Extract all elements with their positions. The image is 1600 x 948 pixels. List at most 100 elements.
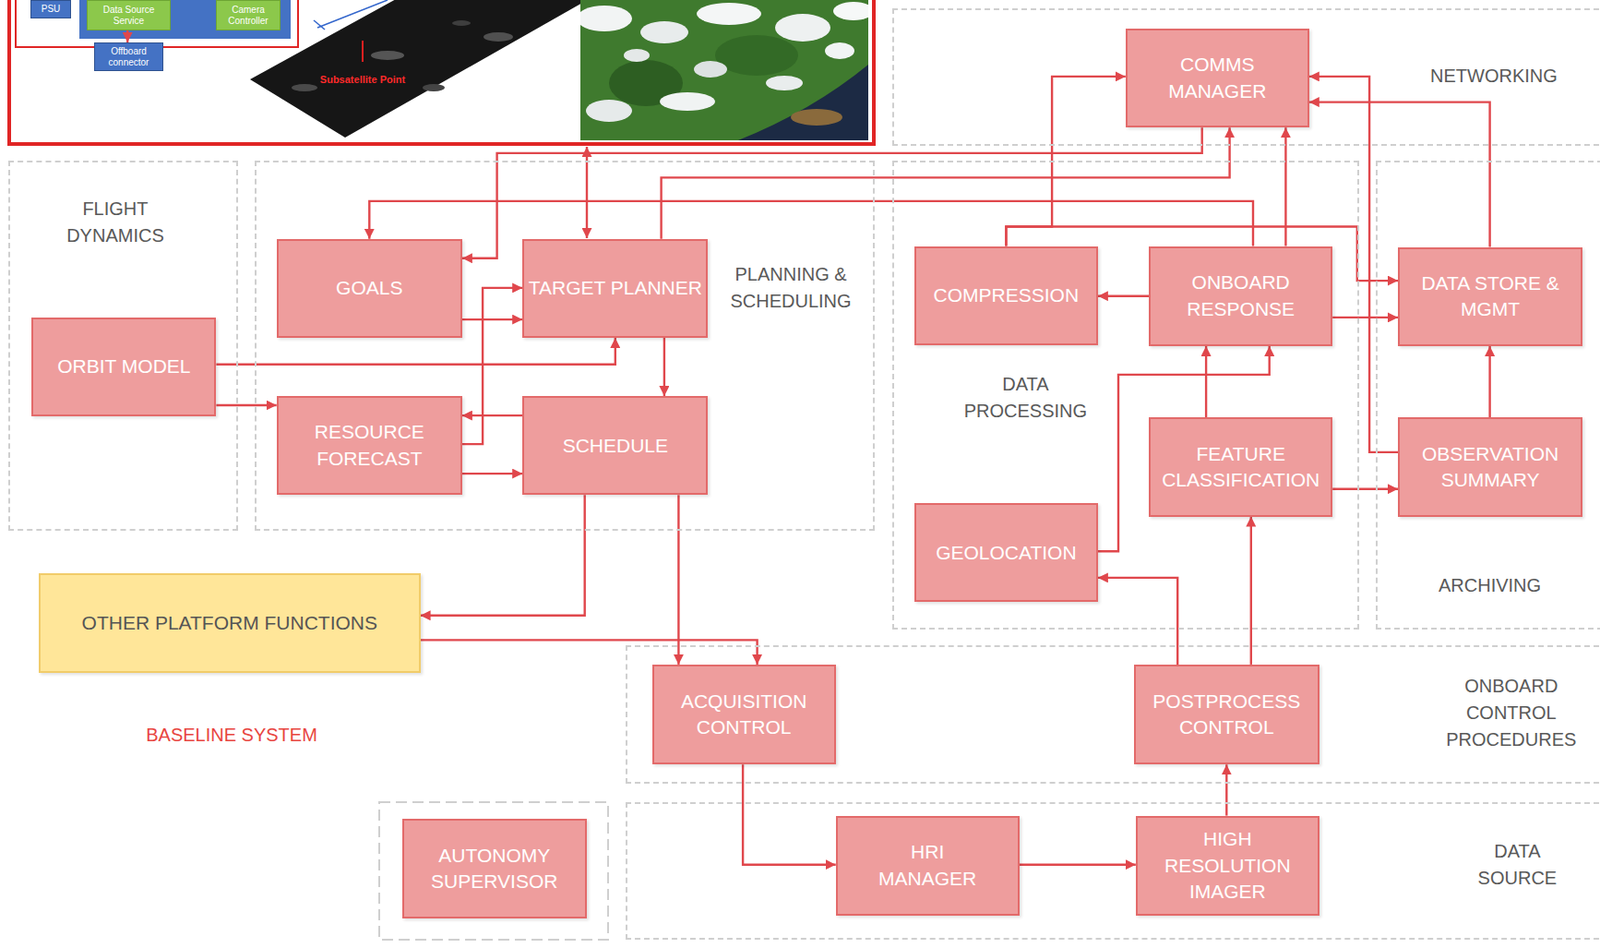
box-label: Offboard connector: [96, 46, 161, 68]
flow-arrow: [1309, 102, 1491, 248]
process-box: AUTONOMY SUPERVISOR: [402, 818, 587, 919]
process-box: COMPRESSION: [914, 246, 1099, 346]
box-label: HIGH RESOLUTION IMAGER: [1141, 825, 1314, 905]
process-box: COMMS MANAGER: [1125, 28, 1310, 128]
process-box: OBSERVATION SUMMARY: [1397, 417, 1583, 516]
flow-arrow: [215, 404, 276, 406]
cloud: [775, 13, 831, 42]
group-heading: DATA SOURCE: [1459, 837, 1576, 892]
flow-arrow: [663, 337, 666, 396]
cloud: [585, 99, 633, 122]
forest-patch: [715, 35, 799, 76]
flow-arrow: [742, 764, 836, 864]
box-label: PSU: [41, 3, 61, 15]
box-label: RESOURCE FORECAST: [282, 418, 457, 472]
box-label: COMMS MANAGER: [1131, 51, 1304, 105]
view-line: [313, 20, 325, 30]
view-line: [317, 0, 388, 28]
swath-cloud: [370, 50, 405, 60]
flow-arrow: [462, 414, 523, 417]
process-box: SCHEDULE: [522, 395, 708, 495]
cloud: [640, 21, 689, 44]
process-box: FEATURE CLASSIFICATION: [1148, 417, 1333, 516]
box-label: OBSERVATION SUMMARY: [1403, 441, 1577, 494]
swath-cloud: [291, 83, 318, 92]
group-heading: ARCHIVING: [1397, 572, 1583, 599]
process-box: HIGH RESOLUTION IMAGER: [1135, 815, 1320, 916]
cloud: [833, 1, 869, 21]
group-region: ONBOARD CONTROL PROCEDURES ACQUISITION CO…: [625, 644, 1600, 784]
box-label: ACQUISITION CONTROL: [657, 688, 831, 741]
swath-cloud: [483, 32, 514, 42]
flow-arrow: [462, 472, 523, 475]
group-heading: NETWORKING: [1401, 62, 1587, 90]
service-block: [79, 0, 291, 39]
process-box: GEOLOCATION: [914, 502, 1099, 602]
box-label: TARGET PLANNER: [528, 274, 703, 301]
group-region: DATA SOURCEHRI MANAGERHIGH RESOLUTION IM…: [625, 801, 1600, 940]
process-box: OTHER PLATFORM FUNCTIONS: [38, 573, 421, 672]
group-region: FLIGHT DYNAMICS ORBIT MODEL: [8, 160, 239, 531]
box-label: ORBIT MODEL: [57, 353, 191, 380]
cloud: [580, 5, 633, 32]
swath-cloud: [452, 20, 471, 26]
box-label: SCHEDULE: [562, 432, 669, 459]
box-label: AUTONOMY SUPERVISOR: [407, 842, 582, 896]
component-box: PSU: [30, 0, 72, 19]
module-outline: [15, 0, 299, 48]
flow-arrow: [1332, 316, 1398, 319]
baseline-frame: [9, 0, 874, 144]
group-heading: FLIGHT DYNAMICS: [55, 195, 176, 250]
flow-arrow: [1098, 295, 1149, 298]
annotation-label: BASELINE SYSTEM: [145, 724, 318, 746]
process-box: ACQUISITION CONTROL: [652, 664, 836, 765]
box-label: GEOLOCATION: [935, 539, 1076, 566]
group-heading: PLANNING & SCHEDULING: [721, 261, 860, 315]
autonomy-region: [379, 801, 609, 940]
cloud: [659, 92, 716, 111]
box-label: FEATURE CLASSIFICATION: [1154, 441, 1327, 494]
box-label: OTHER PLATFORM FUNCTIONS: [82, 609, 378, 636]
group-region: ARCHIVING DATA STORE & MGMT OBSERVATION SU…: [1375, 160, 1600, 631]
process-box: ORBIT MODEL: [31, 317, 216, 417]
box-label: Data Source Service: [89, 4, 168, 26]
flow-arrow: [369, 201, 1254, 247]
process-box: POSTPROCESS CONTROL: [1134, 664, 1320, 765]
flow-arrow: [1019, 863, 1136, 866]
cloud: [696, 2, 762, 25]
box-label: GOALS: [335, 274, 403, 301]
flow-arrow: [462, 287, 523, 444]
coast: [790, 108, 843, 126]
annotation-label: Subsatellite Point: [320, 73, 406, 85]
component-box: Data Source Service: [86, 0, 171, 31]
flow-arrow: [420, 639, 758, 665]
group-region: PLANNING & SCHEDULING GOALS TARGET PLANNER…: [254, 160, 874, 531]
cloud: [824, 42, 855, 60]
box-label: ONBOARD RESPONSE: [1154, 269, 1327, 323]
process-box: RESOURCE FORECAST: [276, 395, 463, 495]
flow-arrow: [126, 30, 129, 43]
box-label: COMPRESSION: [933, 282, 1080, 309]
group-region: DATA PROCESSINGCOMPRESSIONONBOARD RESPON…: [892, 160, 1360, 631]
cloud: [765, 75, 803, 91]
process-box: GOALS: [276, 238, 463, 338]
flow-arrow: [215, 337, 615, 365]
process-box: TARGET PLANNER: [522, 238, 708, 338]
flow-arrow: [1098, 577, 1178, 665]
group-region: NETWORKING COMMS MANAGER: [892, 8, 1600, 146]
flow-arrow: [1225, 764, 1228, 815]
box-label: Camera Controller: [218, 4, 278, 26]
flow-arrow: [1332, 488, 1398, 490]
box-label: DATA STORE & MGMT: [1403, 270, 1577, 323]
component-box: Offboard connector: [94, 42, 164, 72]
group-heading: ONBOARD CONTROL PROCEDURES: [1437, 672, 1586, 753]
flow-arrow: [1250, 516, 1253, 665]
flow-arrow: [462, 318, 523, 321]
flow-arrow: [420, 494, 586, 616]
box-label: POSTPROCESS CONTROL: [1139, 688, 1314, 741]
